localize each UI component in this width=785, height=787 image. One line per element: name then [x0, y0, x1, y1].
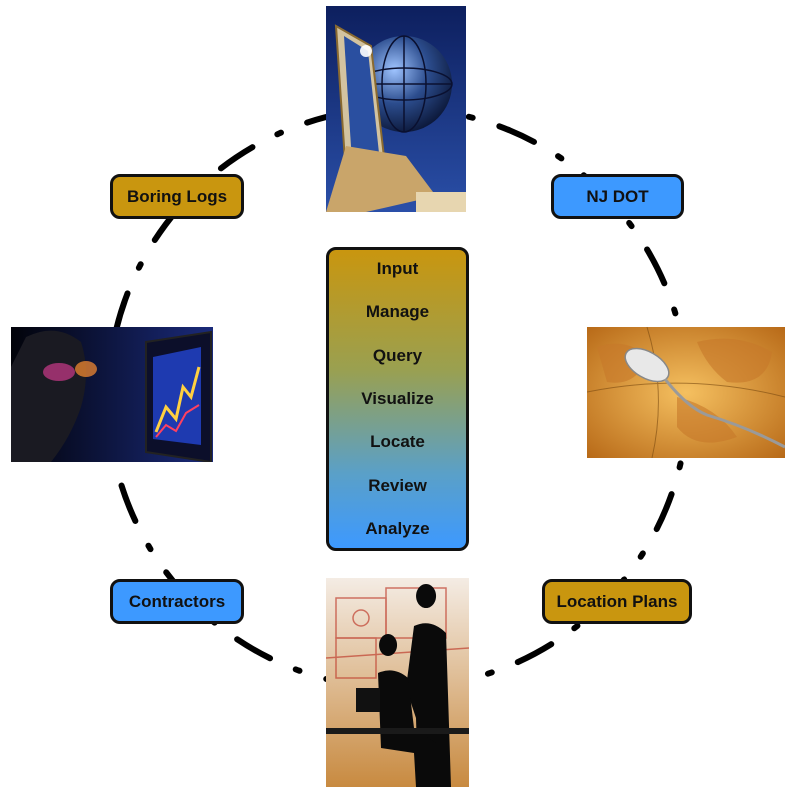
step-locate: Locate: [370, 432, 425, 452]
mouse-map-photo: [587, 327, 785, 458]
boring-logs-node: Boring Logs: [110, 174, 244, 219]
step-analyze: Analyze: [365, 518, 430, 538]
contractors-node: Contractors: [110, 579, 244, 624]
computer-globe-photo: [326, 6, 466, 212]
nj-dot-node: NJ DOT: [551, 174, 684, 219]
step-input: Input: [376, 259, 419, 278]
blueprint-office-photo: [326, 578, 469, 787]
step-visualize: Visualize: [361, 388, 434, 408]
analyst-screen-photo: [11, 327, 213, 462]
step-manage: Manage: [365, 302, 430, 322]
step-review: Review: [368, 475, 427, 495]
location-plans-node: Location Plans: [542, 579, 692, 624]
step-query: Query: [372, 345, 423, 365]
process-steps-panel: Input Manage Query Visualize Locate Revi…: [326, 247, 469, 551]
